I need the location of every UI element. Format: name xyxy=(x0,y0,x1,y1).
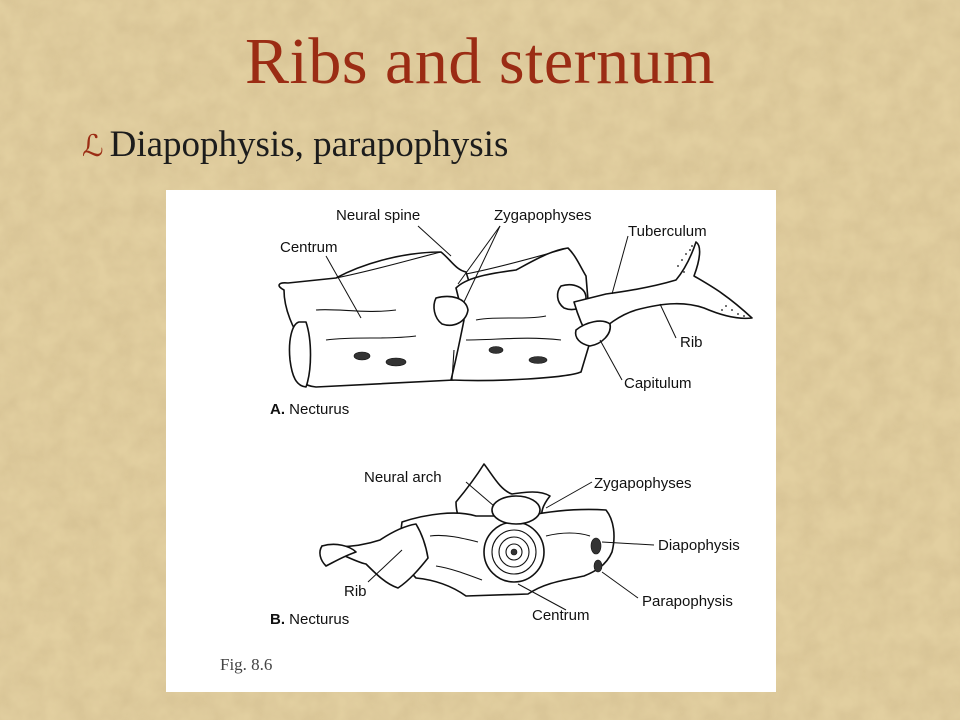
vertebra-figure: Neural spine Zygapophyses Tuberculum Cen… xyxy=(166,190,776,692)
surface-detail xyxy=(315,309,562,381)
slide-title: Ribs and sternum xyxy=(245,25,715,98)
centrum-notochord xyxy=(510,548,518,556)
label-rib-a: Rib xyxy=(680,334,703,351)
panel-b-label: B. Necturus xyxy=(270,611,349,628)
figure-caption: Fig. 8.6 xyxy=(220,655,272,674)
centrum-ring xyxy=(505,543,523,561)
label-capitulum: Capitulum xyxy=(624,375,692,392)
foramen-mark xyxy=(488,346,504,354)
swirl-bullet-icon: ℒ xyxy=(82,130,104,163)
vertebra-a2 xyxy=(450,247,596,382)
foramen-mark xyxy=(353,351,371,361)
rib-b xyxy=(321,523,429,589)
neural-canal-b xyxy=(491,495,541,525)
capitulum-a xyxy=(574,320,612,347)
label-rib-b: Rib xyxy=(344,583,367,600)
panel-a-label: A. Necturus xyxy=(270,401,349,418)
diapophysis-facet xyxy=(590,537,602,555)
panel-a-leaders xyxy=(325,225,677,381)
label-neural-arch: Neural arch xyxy=(364,469,442,486)
foramen-mark xyxy=(385,357,407,367)
vertebra-diagram: Neural spine Zygapophyses Tuberculum Cen… xyxy=(220,207,753,674)
panel-b-leaders xyxy=(367,481,655,611)
bullet-text: Diapophysis, parapophysis xyxy=(109,124,509,165)
centrum-ring xyxy=(498,536,530,568)
surface-detail-b xyxy=(429,532,591,581)
parapophysis-facet xyxy=(593,559,603,573)
rib-tip-stipple xyxy=(677,245,745,317)
label-neural-spine: Neural spine xyxy=(336,207,420,224)
centrum-end-a xyxy=(288,321,312,388)
neural-spine-ridge xyxy=(335,247,569,279)
centrum-ring xyxy=(491,529,537,575)
label-zygapophyses-b: Zygapophyses xyxy=(594,475,692,492)
rib-b-tip xyxy=(319,543,357,567)
label-centrum-a: Centrum xyxy=(280,239,338,256)
label-diapophysis: Diapophysis xyxy=(658,537,740,554)
label-centrum-b: Centrum xyxy=(532,607,590,624)
label-parapophysis: Parapophysis xyxy=(642,593,733,610)
zygapophysis-joint-1 xyxy=(433,295,469,326)
label-zygapophyses-a: Zygapophyses xyxy=(494,207,592,224)
panel-a-drawing xyxy=(278,241,753,388)
foramen-mark xyxy=(528,356,548,364)
label-tuberculum: Tuberculum xyxy=(628,223,707,240)
panel-b-drawing xyxy=(319,463,615,597)
